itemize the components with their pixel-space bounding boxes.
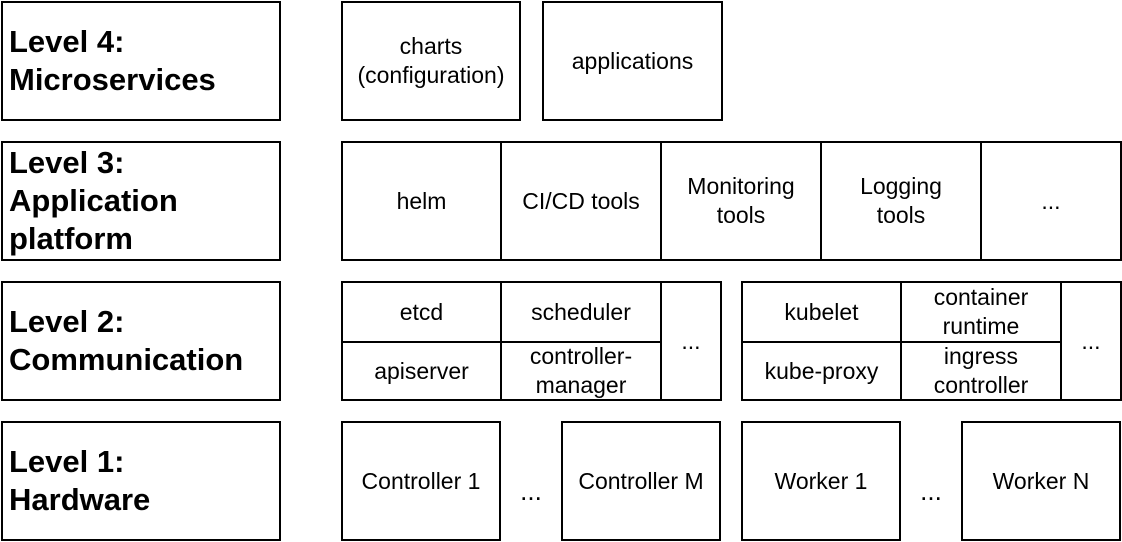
more-tools-box: ...	[1041, 187, 1061, 214]
scheduler-box: scheduler	[502, 283, 662, 343]
helm-box: helm	[343, 143, 502, 259]
node-components-group: kubelet container runtime kube-proxy ing…	[741, 281, 1122, 401]
node-components-more: ...	[1081, 327, 1101, 354]
monitoring-tools-box: Monitoring tools	[662, 143, 822, 259]
worker-n-box: Worker N	[961, 421, 1121, 541]
application-platform-group: helm CI/CD tools Monitoring tools Loggin…	[341, 141, 1122, 261]
controller-1-box: Controller 1	[341, 421, 501, 541]
level-2-label: Level 2: Communication	[1, 281, 281, 401]
logging-tools-box: Logging tools	[822, 143, 982, 259]
etcd-box: etcd	[343, 283, 502, 343]
kube-proxy-box: kube-proxy	[743, 343, 902, 399]
level-1-label: Level 1: Hardware	[1, 421, 281, 541]
level-4-label: Level 4: Microservices	[1, 1, 281, 121]
apiserver-box: apiserver	[343, 343, 502, 399]
worker-ellipsis: ...	[920, 475, 942, 506]
cicd-tools-box: CI/CD tools	[502, 143, 662, 259]
ingress-controller-box: ingress controller	[902, 343, 1062, 399]
kubelet-box: kubelet	[743, 283, 902, 343]
controller-m-box: Controller M	[561, 421, 721, 541]
level-3-label: Level 3: Application platform	[1, 141, 281, 261]
charts-box: charts (configuration)	[341, 1, 521, 121]
controller-ellipsis: ...	[520, 475, 542, 506]
applications-box: applications	[542, 1, 723, 121]
container-runtime-box: container runtime	[902, 283, 1062, 343]
control-plane-more: ...	[681, 327, 701, 354]
controller-manager-box: controller- manager	[502, 343, 662, 399]
control-plane-group: etcd scheduler apiserver controller- man…	[341, 281, 722, 401]
worker-1-box: Worker 1	[741, 421, 901, 541]
